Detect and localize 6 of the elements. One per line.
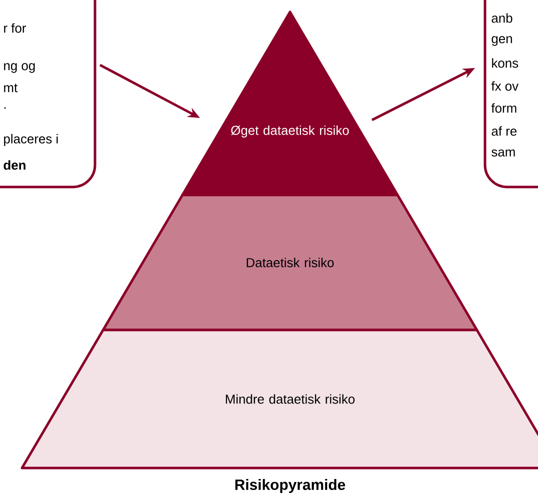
text-box: r for ng og mt . placeres i den [0, 0, 96, 188]
title: Risikopyramide [235, 479, 346, 493]
pyramid-level: Mindre dataetisk risiko [20, 328, 538, 470]
pyramid-level: Øget dataetisk risiko [181, 10, 399, 196]
text-box: anb gen kons fx ov form af re sam [484, 0, 538, 188]
pyramid-level: Dataetisk risiko [102, 194, 478, 332]
